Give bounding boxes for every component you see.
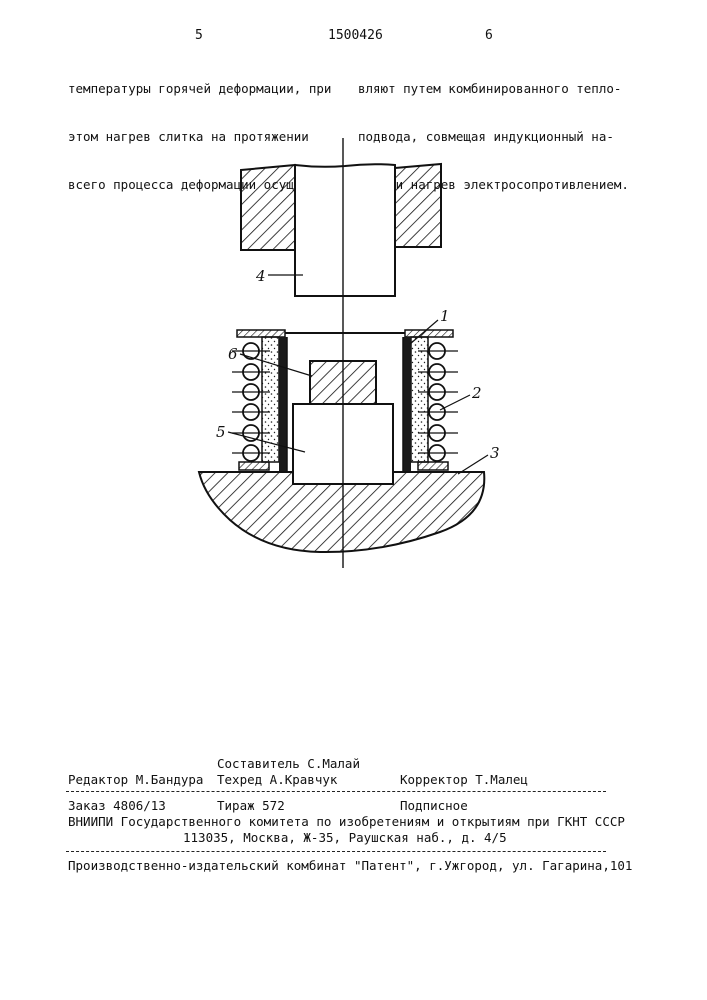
footer-techred: Техред А.Кравчук: [217, 772, 337, 788]
footer-publisher: Производственно-издательский комбинат "П…: [68, 858, 632, 874]
footer-institute: ВНИИПИ Государственного комитета по изоб…: [68, 814, 625, 830]
footer-subscription: Подписное: [400, 798, 468, 814]
label-3: 3: [490, 444, 500, 462]
divider: [66, 851, 606, 852]
label-2: 2: [471, 384, 482, 402]
label-5: 5: [216, 423, 226, 441]
label-1: 1: [440, 307, 450, 325]
footer-address: 113035, Москва, Ж-35, Раушская наб., д. …: [183, 830, 507, 846]
footer-compiler: Составитель С.Малай: [217, 756, 360, 772]
base-3: [199, 472, 484, 552]
punch-4: [295, 164, 395, 296]
technical-drawing: 4 1 6 2 5 3: [0, 0, 707, 600]
footer-circulation: Тираж 572: [217, 798, 285, 814]
footer-corrector: Корректор Т.Малец: [400, 772, 528, 788]
footer-editor: Редактор М.Бандура: [68, 772, 203, 788]
divider: [66, 791, 606, 792]
footer-order: Заказ 4806/13: [68, 798, 166, 814]
label-6: 6: [228, 345, 238, 363]
label-4: 4: [255, 267, 266, 285]
